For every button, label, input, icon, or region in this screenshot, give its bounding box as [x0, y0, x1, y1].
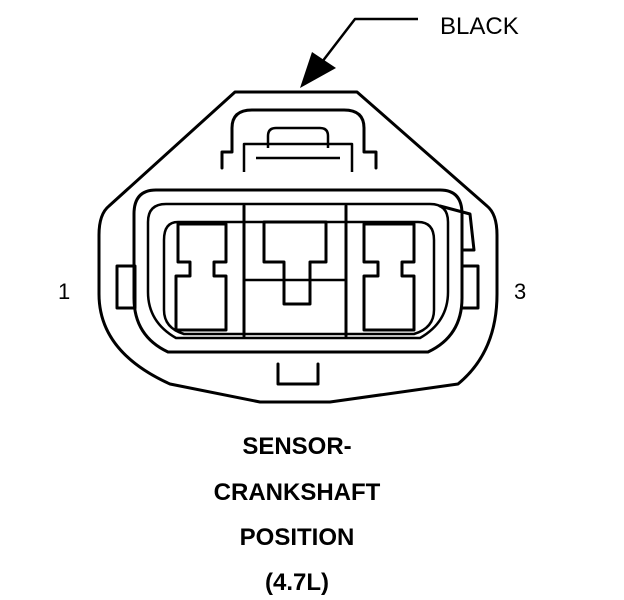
- terminal-3: [362, 222, 416, 332]
- lock-tab-latch: [266, 126, 330, 148]
- bottom-latch: [276, 362, 320, 386]
- terminal-2: [262, 220, 328, 306]
- connector-caption: SENSOR- CRANKSHAFT POSITION (4.7L): [214, 433, 381, 596]
- callout-label: BLACK: [440, 13, 519, 40]
- caption-line-4: (4.7L): [265, 569, 329, 596]
- connector-shroud-ring: [146, 202, 450, 340]
- caption-line-1: SENSOR-: [242, 433, 351, 460]
- connector-polarization-key: [438, 204, 476, 252]
- connector-lock-tab: [220, 108, 378, 170]
- terminal-cavity-region: [162, 220, 436, 336]
- callout-arrowhead: [300, 52, 336, 88]
- connector-outer-housing: [97, 90, 499, 404]
- caption-line-3: POSITION: [240, 524, 355, 551]
- left-side-ear: [115, 264, 137, 310]
- terminal-1: [174, 222, 228, 332]
- lock-tab-inner: [242, 142, 354, 172]
- caption-line-2: CRANKSHAFT: [214, 479, 381, 506]
- connector-inner-shroud: [132, 188, 464, 354]
- pin-1-label: 1: [58, 279, 70, 304]
- pin-3-label: 3: [514, 279, 526, 304]
- callout-leader: [300, 17, 418, 88]
- right-side-ear: [460, 264, 480, 310]
